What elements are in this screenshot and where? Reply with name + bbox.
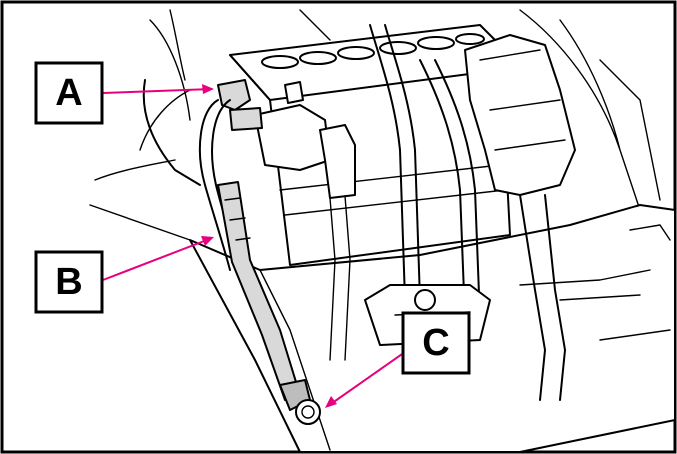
engine-bay-outline [89,9,641,241]
hold-down-rod-right [419,59,466,321]
leader-arrow-a [202,84,214,94]
leader-lines [102,84,406,408]
callout-a-label: A [55,72,82,114]
leader-arrow-c [325,396,337,408]
callout-c-label: C [422,322,449,364]
battery-vent-caps [261,33,485,69]
callout-a: A [34,61,104,125]
callout-b-label: B [55,261,82,303]
leader-arrow-b [201,236,214,246]
callout-c: C [401,311,471,375]
negative-cable [198,99,231,271]
leader-line-b [102,237,213,281]
bolt-nut [295,399,321,425]
positive-terminal-cover [464,34,576,196]
leader-line-c [327,351,406,407]
hold-down-rod-left [369,24,406,301]
callout-b: B [34,250,104,314]
leader-line-a [102,88,213,94]
